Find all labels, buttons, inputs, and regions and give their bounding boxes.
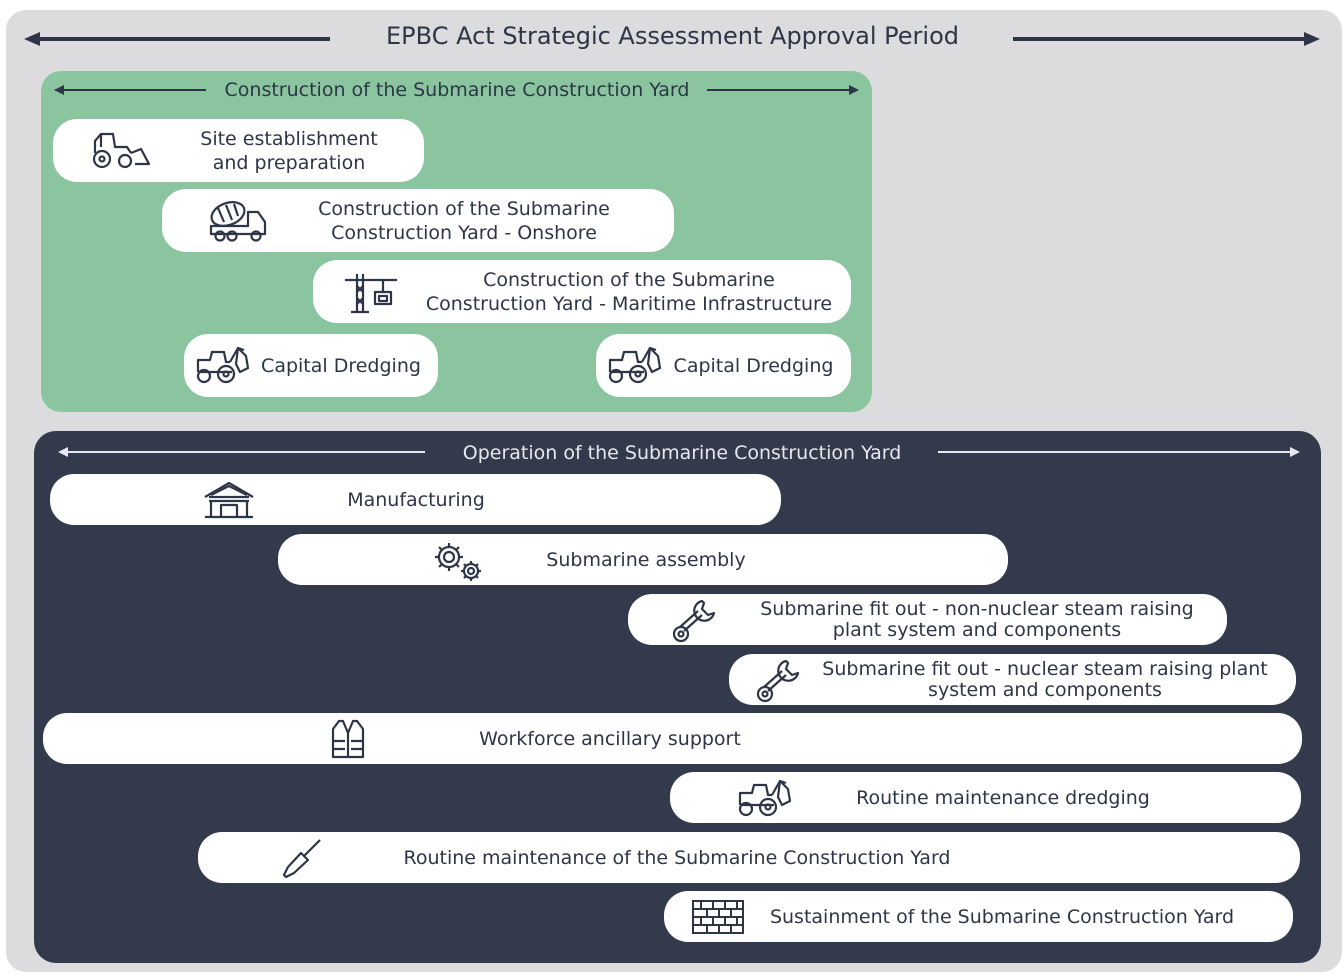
- site-establishment-label: Site establishment and preparation: [158, 119, 420, 182]
- fit-out-non-nuclear-line2: plant system and components: [832, 618, 1122, 641]
- construction-onshore-label: Construction of the Submarine Constructi…: [272, 189, 656, 252]
- workforce-support-label: Workforce ancillary support: [479, 727, 741, 750]
- capital-dredging-pill-1: Capital Dredging: [184, 334, 438, 397]
- gears-icon: [431, 541, 485, 581]
- site-establishment-line2: and preparation: [212, 151, 366, 174]
- safety-vest-icon: [331, 719, 365, 759]
- capital-dredging-pill-2: Capital Dredging: [596, 334, 851, 397]
- manufacturing-label: Manufacturing: [347, 488, 485, 511]
- construction-onshore-line2: Construction Yard - Onshore: [331, 221, 597, 244]
- submarine-assembly-pill: Submarine assembly: [278, 534, 1008, 585]
- factory-icon: [203, 481, 255, 519]
- approval-period-arrow-left: [24, 32, 330, 46]
- fit-out-non-nuclear-label: Submarine fit out - non-nuclear steam ra…: [740, 594, 1214, 645]
- approval-period-title: EPBC Act Strategic Assessment Approval P…: [386, 22, 959, 50]
- fit-out-non-nuclear-pill: Submarine fit out - non-nuclear steam ra…: [628, 594, 1227, 645]
- construction-onshore-line1: Construction of the Submarine: [318, 197, 610, 220]
- site-establishment-pill: Site establishment and preparation: [53, 119, 424, 182]
- maintenance-dredging-label: Routine maintenance dredging: [856, 786, 1150, 809]
- fit-out-nuclear-line1: Submarine fit out - nuclear steam raisin…: [822, 657, 1268, 680]
- wrench-icon: [672, 597, 718, 643]
- maintenance-dredging-pill: Routine maintenance dredging: [670, 772, 1301, 823]
- construction-maritime-line1: Construction of the Submarine: [483, 268, 775, 291]
- excavator-icon: [196, 346, 250, 384]
- wrench-icon: [756, 657, 802, 703]
- construction-arrow-right: [707, 85, 859, 95]
- operation-arrow-left: [58, 447, 425, 457]
- construction-arrow-left: [54, 85, 206, 95]
- capital-dredging-label-2: Capital Dredging: [673, 354, 834, 377]
- excavator-icon: [608, 346, 662, 384]
- fit-out-nuclear-label: Submarine fit out - nuclear steam raisin…: [811, 654, 1279, 705]
- sustainment-label: Sustainment of the Submarine Constructio…: [769, 905, 1235, 928]
- submarine-assembly-label: Submarine assembly: [546, 548, 746, 571]
- fit-out-nuclear-pill: Submarine fit out - nuclear steam raisin…: [729, 654, 1296, 705]
- workforce-support-pill: Workforce ancillary support: [43, 713, 1302, 764]
- manufacturing-pill: Manufacturing: [50, 474, 781, 525]
- trowel-icon: [282, 837, 324, 879]
- operation-arrow-right: [938, 447, 1300, 457]
- capital-dredging-label-1: Capital Dredging: [261, 354, 421, 377]
- construction-onshore-pill: Construction of the Submarine Constructi…: [162, 189, 674, 252]
- bulldozer-icon: [91, 131, 151, 171]
- brick-wall-icon: [692, 900, 744, 934]
- construction-maritime-line2: Construction Yard - Maritime Infrastruct…: [425, 292, 833, 315]
- approval-period-arrow-right: [1013, 32, 1320, 46]
- site-establishment-line1: Site establishment: [200, 127, 378, 150]
- construction-title: Construction of the Submarine Constructi…: [224, 79, 690, 101]
- operation-title: Operation of the Submarine Construction …: [462, 442, 902, 464]
- crane-icon: [343, 272, 399, 314]
- maintenance-yard-pill: Routine maintenance of the Submarine Con…: [198, 832, 1300, 883]
- construction-maritime-pill: Construction of the Submarine Constructi…: [313, 260, 851, 323]
- cement-mixer-truck-icon: [208, 200, 268, 242]
- sustainment-pill: Sustainment of the Submarine Constructio…: [664, 891, 1293, 942]
- fit-out-non-nuclear-line1: Submarine fit out - non-nuclear steam ra…: [760, 597, 1194, 620]
- excavator-icon: [738, 779, 792, 817]
- maintenance-yard-label: Routine maintenance of the Submarine Con…: [403, 846, 951, 869]
- fit-out-nuclear-line2: system and components: [928, 678, 1162, 701]
- construction-maritime-label: Construction of the Submarine Constructi…: [413, 260, 845, 323]
